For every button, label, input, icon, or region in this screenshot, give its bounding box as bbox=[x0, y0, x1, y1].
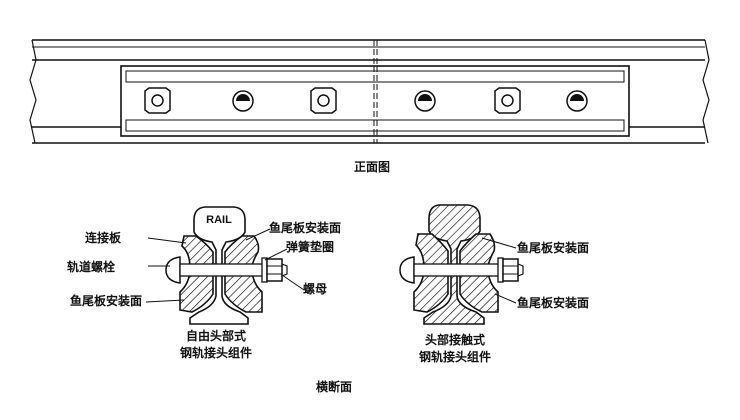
left-joint-section: RAIL 连接板 轨道螺栓 鱼尾板安装面 鱼尾板安装面 bbox=[67, 206, 341, 360]
nut-icon bbox=[502, 258, 519, 282]
nut-icon bbox=[144, 87, 171, 114]
nut-icon bbox=[266, 258, 283, 282]
right-joint-section: 鱼尾板安装面 鱼尾板安装面 头部接触式 钢轨接头组件 bbox=[399, 204, 589, 364]
nut-icon bbox=[310, 87, 337, 114]
left-caption-line1: 自由头部式 bbox=[186, 328, 246, 343]
front-view-caption: 正面图 bbox=[354, 160, 390, 174]
left-caption-line2: 钢轨接头组件 bbox=[180, 345, 252, 360]
label-fishplate-face-top: 鱼尾板安装面 bbox=[269, 220, 341, 235]
bolt-head-icon bbox=[566, 90, 588, 112]
label-connecting-plate: 连接板 bbox=[85, 230, 122, 245]
label-spring-washer: 弹簧垫圈 bbox=[286, 239, 334, 254]
bolt-head-icon bbox=[414, 90, 436, 112]
leader-lines bbox=[145, 228, 305, 303]
rail-label: RAIL bbox=[206, 214, 232, 226]
bolt-head-icon bbox=[232, 90, 254, 112]
cross-section-caption: 横断面 bbox=[316, 379, 352, 394]
label-fishplate-face-top-right: 鱼尾板安装面 bbox=[517, 240, 589, 255]
label-fishplate-face-bottom-right: 鱼尾板安装面 bbox=[517, 295, 589, 310]
fishplate bbox=[120, 65, 630, 137]
nut-icon bbox=[494, 87, 521, 114]
leader-lines bbox=[481, 237, 517, 304]
label-fishplate-face-bottom: 鱼尾板安装面 bbox=[70, 293, 142, 308]
label-track-bolt: 轨道螺栓 bbox=[67, 259, 115, 274]
right-caption-line1: 头部接触式 bbox=[425, 332, 485, 347]
label-nut: 螺母 bbox=[303, 281, 327, 296]
front-view: 正面图 bbox=[29, 39, 710, 174]
right-caption-line2: 钢轨接头组件 bbox=[419, 349, 491, 364]
